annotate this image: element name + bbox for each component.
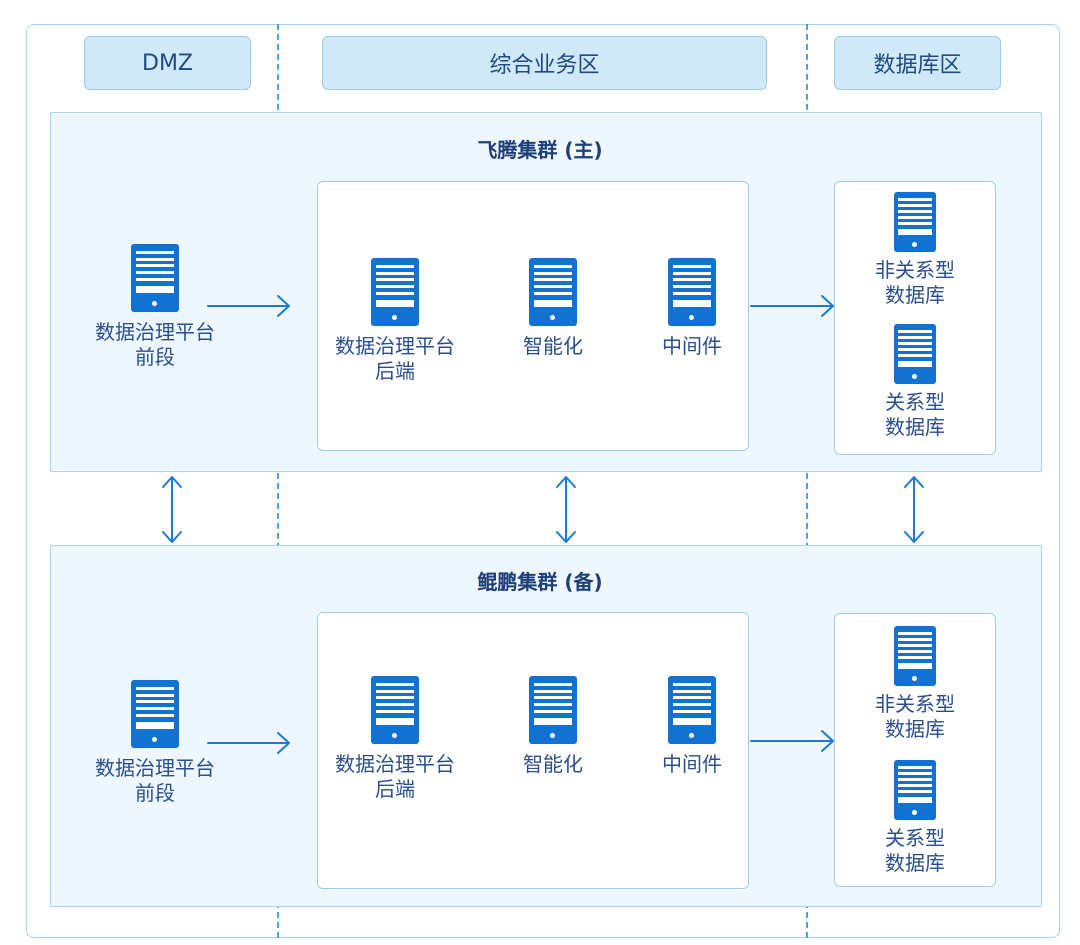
middleware-label: 中间件 <box>662 752 722 776</box>
sync-arrow-dmz <box>162 476 182 543</box>
ai-node-backup: 智能化 <box>503 676 603 777</box>
middleware-node-primary: 中间件 <box>642 258 742 359</box>
sync-arrow-business <box>556 476 576 543</box>
backend-node-primary: 数据治理平台 后端 <box>320 258 470 384</box>
zone-divider-left <box>277 24 279 938</box>
server-icon <box>371 258 419 326</box>
arrow-frontend-to-backend-backup <box>207 732 290 754</box>
middleware-node-backup: 中间件 <box>642 676 742 777</box>
server-icon <box>529 258 577 326</box>
cluster-backup-title: 鲲鹏集群 (备) <box>477 570 603 594</box>
server-icon <box>668 258 716 326</box>
arrow-frontend-to-backend-primary <box>207 295 290 317</box>
sync-arrow-database <box>904 476 924 543</box>
cluster-primary-title: 飞腾集群 (主) <box>477 138 603 162</box>
server-icon <box>894 192 936 252</box>
server-icon <box>529 676 577 744</box>
server-icon <box>131 680 179 748</box>
frontend-label: 数据治理平台 前段 <box>95 320 215 369</box>
server-icon <box>131 244 179 312</box>
backend-label: 数据治理平台 后端 <box>335 334 455 383</box>
nonrelational-db-node-backup: 非关系型 数据库 <box>855 626 975 742</box>
server-icon <box>371 676 419 744</box>
frontend-label: 数据治理平台 前段 <box>95 756 215 805</box>
nonrelational-db-label: 非关系型 数据库 <box>875 258 955 307</box>
middleware-label: 中间件 <box>662 334 722 358</box>
zone-divider-right <box>806 24 808 938</box>
nonrelational-db-node-primary: 非关系型 数据库 <box>855 192 975 308</box>
relational-db-node-primary: 关系型 数据库 <box>855 324 975 440</box>
server-icon <box>894 324 936 384</box>
ai-label: 智能化 <box>523 334 583 358</box>
ai-node-primary: 智能化 <box>503 258 603 359</box>
backend-node-backup: 数据治理平台 后端 <box>320 676 470 802</box>
server-icon <box>894 626 936 686</box>
business-box-backup <box>317 612 749 889</box>
frontend-node-backup: 数据治理平台 前段 <box>80 680 230 806</box>
relational-db-node-backup: 关系型 数据库 <box>855 760 975 876</box>
zone-header-dmz: DMZ <box>84 36 251 90</box>
server-icon <box>894 760 936 820</box>
nonrelational-db-label: 非关系型 数据库 <box>875 692 955 741</box>
arrow-business-to-database-backup <box>750 730 834 752</box>
ai-label: 智能化 <box>523 752 583 776</box>
backend-label: 数据治理平台 后端 <box>335 752 455 801</box>
frontend-node-primary: 数据治理平台 前段 <box>80 244 230 370</box>
relational-db-label: 关系型 数据库 <box>885 390 945 439</box>
relational-db-label: 关系型 数据库 <box>885 826 945 875</box>
server-icon <box>668 676 716 744</box>
arrow-business-to-database-primary <box>750 295 834 317</box>
zone-header-database: 数据库区 <box>834 36 1001 90</box>
zone-header-business: 综合业务区 <box>322 36 767 90</box>
